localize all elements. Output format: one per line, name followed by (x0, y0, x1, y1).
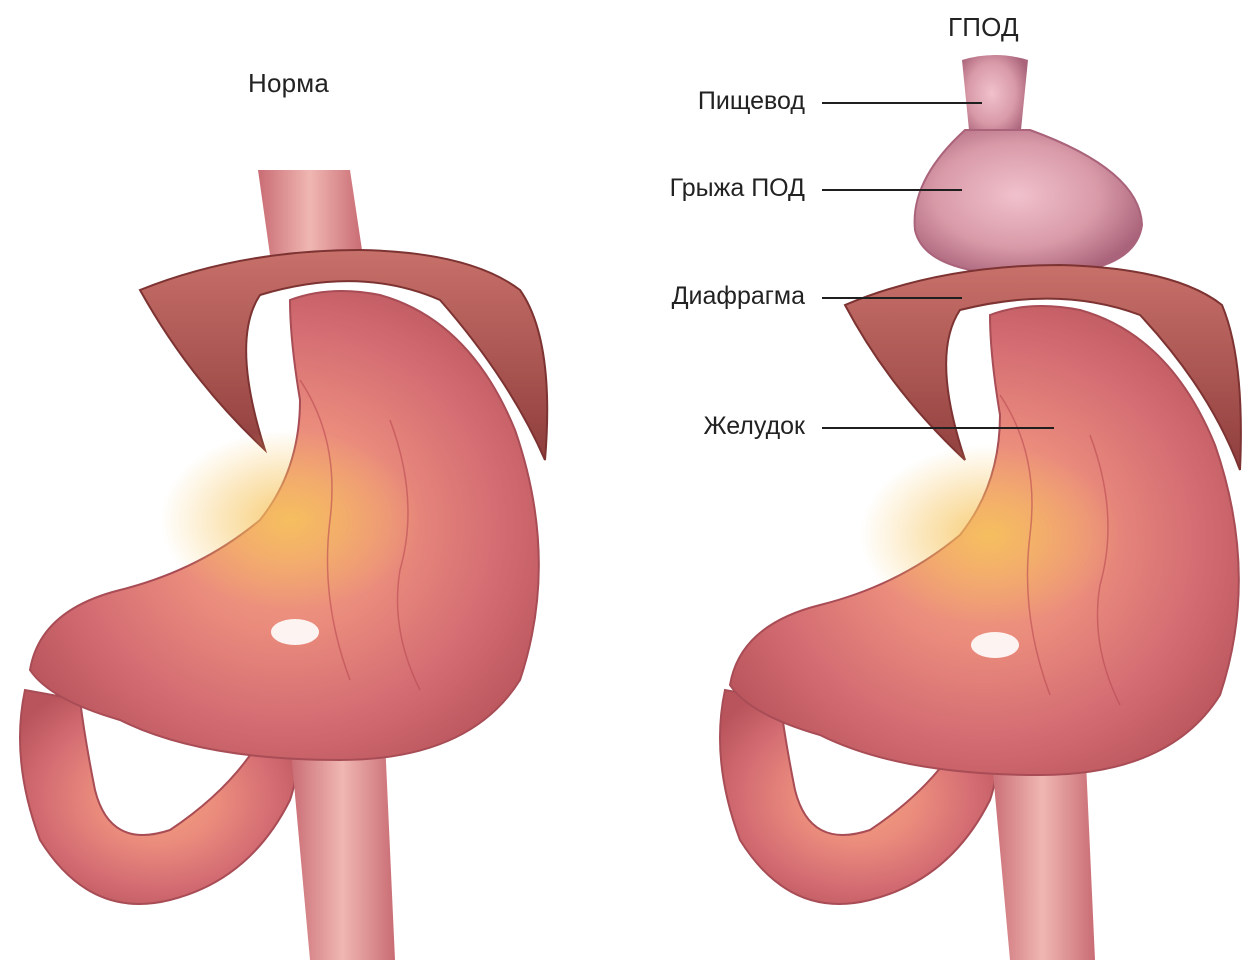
hernia-sac (915, 130, 1142, 275)
yellow-glow-left (160, 430, 420, 610)
label-esophagus: Пищевод (625, 86, 805, 116)
esophagus-tube-right (962, 55, 1028, 140)
leader-hernia (822, 189, 962, 191)
normal-anatomy (20, 170, 547, 960)
yellow-glow-right (860, 445, 1120, 625)
title-normal: Норма (248, 68, 329, 99)
highlight-left (271, 619, 319, 645)
label-stomach: Желудок (625, 411, 805, 441)
label-hernia: Грыжа ПОД (625, 173, 805, 203)
title-hernia: ГПОД (948, 12, 1019, 43)
lower-tube-left (290, 740, 395, 960)
leader-stomach (822, 427, 1054, 429)
leader-diaphragm (822, 297, 962, 299)
label-diaphragm: Диафрагма (625, 281, 805, 311)
leader-esophagus (822, 102, 982, 104)
highlight-right (971, 632, 1019, 658)
esophagus-tube-left (258, 170, 362, 255)
